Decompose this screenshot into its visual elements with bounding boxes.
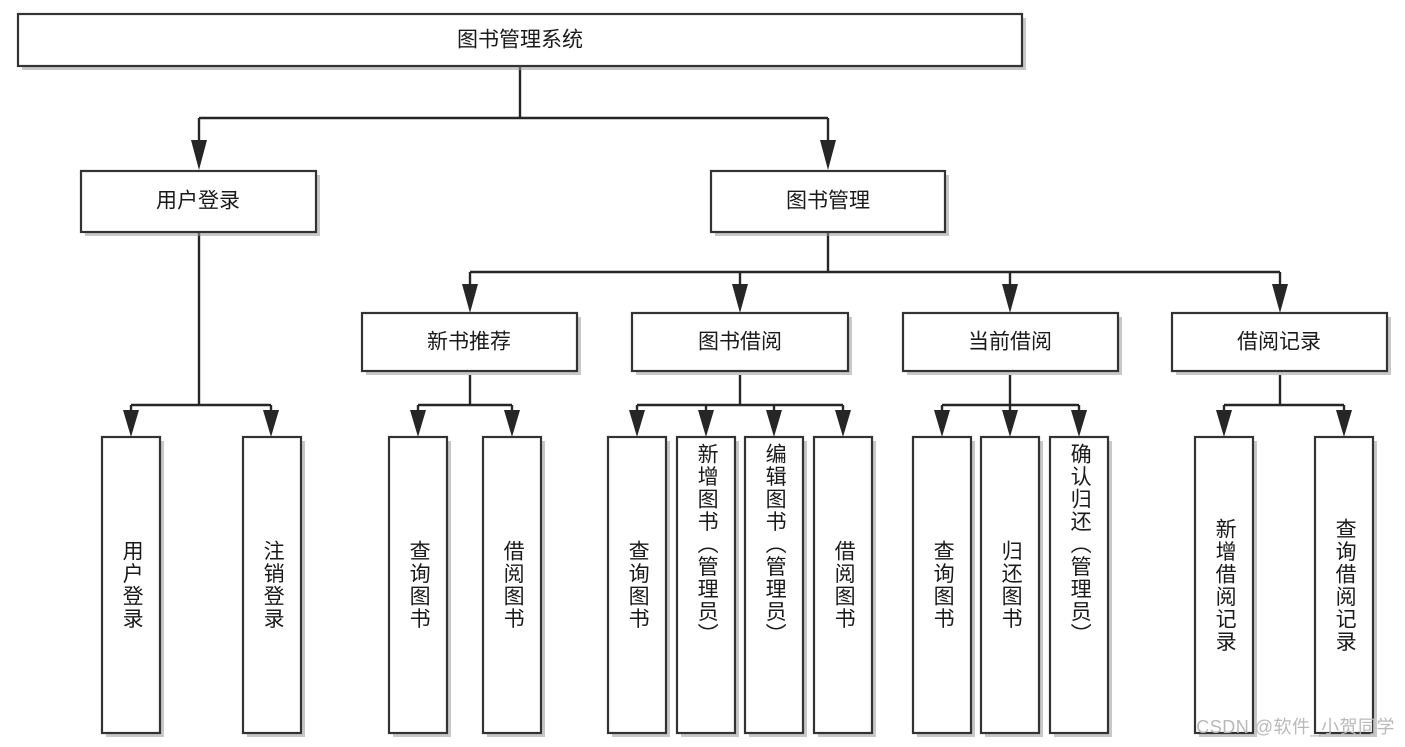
horizontal-labels: 图书管理系统 用户登录 图书管理 新书推荐 图书借阅 当前借阅 借阅记录 [156, 29, 1321, 354]
arrow-new-book-recommend [462, 284, 478, 313]
arrow-borrow-record [1272, 284, 1288, 313]
arrow-leaf-return-book [1002, 410, 1018, 437]
node-book-manage-label: 图书管理 [786, 190, 870, 213]
arrow-leaf-query-book-3 [934, 410, 950, 437]
node-leaf-user-logout-box[interactable] [241, 435, 303, 735]
arrow-leaf-query-record [1336, 410, 1352, 437]
node-leaf-return-book-box[interactable] [979, 435, 1041, 735]
watermark-label: CSDN @软件_小贺同学 [1196, 717, 1395, 737]
arrow-leaf-query-book-1 [410, 410, 426, 437]
arrow-leaf-add-record [1216, 410, 1232, 437]
arrow-current-borrow [1002, 284, 1018, 313]
arrow-leaf-user-login [123, 410, 139, 437]
arrow-leaf-edit-book [766, 410, 782, 437]
arrow-leaf-confirm-return [1071, 410, 1087, 437]
node-current-borrow-box[interactable] [901, 311, 1120, 373]
arrow-leaf-user-logout [263, 410, 279, 437]
arrow-leaf-query-book-2 [629, 410, 645, 437]
node-borrow-record-box[interactable] [1170, 311, 1389, 373]
arrow-leaf-add-book [698, 410, 714, 437]
arrow-user-login [191, 140, 207, 170]
arrow-book-borrow [732, 284, 748, 313]
node-new-book-recommend-box[interactable] [360, 311, 579, 373]
node-user-login-label: 用户登录 [156, 190, 240, 213]
node-shapes [16, 12, 1391, 737]
node-root-box[interactable] [16, 12, 1024, 68]
node-leaf-query-book-2-box[interactable] [606, 435, 668, 735]
node-leaf-add-book-box[interactable] [675, 435, 737, 735]
node-leaf-edit-book-box[interactable] [743, 435, 805, 735]
node-leaf-user-login-box[interactable] [100, 435, 162, 735]
node-leaf-borrow-book-2-box[interactable] [812, 435, 874, 735]
node-user-login-box[interactable] [79, 169, 318, 234]
node-current-borrow-label: 当前借阅 [968, 331, 1052, 354]
node-book-borrow-box[interactable] [630, 311, 850, 373]
arrow-book-manage [820, 140, 836, 170]
node-borrow-record-label: 借阅记录 [1237, 331, 1321, 354]
node-root-label: 图书管理系统 [457, 29, 583, 52]
node-leaf-borrow-book-1-box[interactable] [481, 435, 543, 735]
node-leaf-query-book-1-box[interactable] [387, 435, 449, 735]
node-book-borrow-label: 图书借阅 [698, 331, 782, 354]
node-leaf-query-record-box[interactable] [1313, 435, 1375, 735]
node-book-manage-box[interactable] [709, 169, 947, 234]
node-leaf-add-record-box[interactable] [1193, 435, 1255, 735]
arrow-leaf-borrow-book-2 [835, 410, 851, 437]
arrow-leaf-borrow-book-1 [504, 410, 520, 437]
node-leaf-query-book-3-box[interactable] [911, 435, 973, 735]
connector-group [123, 66, 1352, 437]
node-new-book-recommend-label: 新书推荐 [427, 331, 511, 354]
node-leaf-confirm-return-box[interactable] [1048, 435, 1110, 735]
